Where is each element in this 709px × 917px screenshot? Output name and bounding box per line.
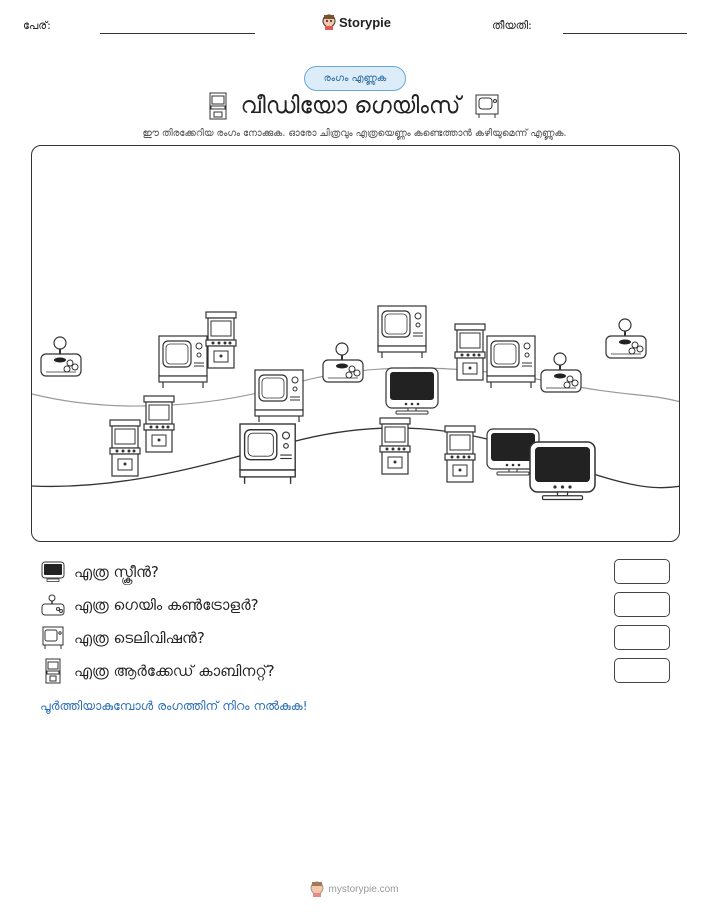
question-text: എത്ര ആർക്കേഡ് കാബിനറ്റ്?	[74, 662, 275, 680]
brand-logo: Storypie	[322, 14, 391, 30]
scene-illustration	[32, 305, 679, 501]
name-input-line[interactable]	[100, 33, 255, 34]
arcade-cabinet-icon	[40, 658, 66, 684]
question-arcade-cabinets: എത്ര ആർക്കേഡ് കാബിനറ്റ്?	[40, 658, 670, 684]
television-icon	[40, 625, 66, 651]
game-controller-4	[605, 318, 647, 359]
arcade-cabinet-2	[454, 323, 486, 381]
tv-5	[239, 423, 296, 485]
name-label: പേര്:	[23, 19, 51, 32]
tv-3	[377, 305, 427, 359]
question-text: എത്ര സ്ക്രീൻ?	[74, 563, 159, 581]
arcade-cabinet-1	[205, 311, 237, 369]
arcade-cabinet-4	[109, 419, 141, 477]
tv-4	[486, 335, 536, 389]
date-input-line[interactable]	[563, 33, 687, 34]
brand-name: Storypie	[339, 14, 392, 30]
question-controllers: എത്ര ഗെയിം കൺട്രോളർ?	[40, 592, 670, 618]
arcade-cabinet-3	[143, 395, 175, 453]
instructions: ഈ തിരക്കേറിയ രംഗം നോക്കുക. ഓരോ ചിത്രവും …	[142, 128, 567, 139]
storypie-mascot-icon	[322, 14, 336, 30]
game-controller-icon	[40, 592, 66, 618]
television-icon	[475, 94, 499, 118]
arcade-cabinet-6	[444, 425, 476, 483]
game-controller-2	[322, 342, 364, 383]
game-controller-1	[40, 336, 82, 377]
answer-box-televisions[interactable]	[614, 625, 670, 650]
title-row: വീഡിയോ ഗെയിംസ്	[0, 92, 709, 120]
footer: mystorypie.com	[0, 881, 709, 897]
screen-1	[385, 367, 439, 415]
screen-icon	[40, 559, 66, 585]
tv-2	[254, 369, 304, 423]
arcade-cabinet-5	[379, 417, 411, 475]
arcade-cabinet-icon	[209, 92, 227, 120]
activity-badge: രംഗം എണ്ണുക	[304, 66, 406, 91]
question-text: എത്ര ടെലിവിഷൻ?	[74, 629, 205, 647]
counting-scene	[31, 145, 680, 542]
question-televisions: എത്ര ടെലിവിഷൻ?	[40, 625, 670, 651]
date-label: തീയതി:	[492, 19, 532, 32]
game-controller-3	[540, 352, 582, 393]
answer-box-controllers[interactable]	[614, 592, 670, 617]
tv-1	[158, 335, 208, 389]
page-title: വീഡിയോ ഗെയിംസ്	[240, 93, 461, 119]
screen-3	[529, 441, 596, 501]
footer-site: mystorypie.com	[328, 883, 399, 895]
answer-box-arcade-cabinets[interactable]	[614, 658, 670, 683]
answer-box-screens[interactable]	[614, 559, 670, 584]
question-text: എത്ര ഗെയിം കൺട്രോളർ?	[74, 596, 259, 614]
storypie-mascot-icon	[310, 881, 324, 897]
finish-note: പൂർത്തിയാകുമ്പോൾ രംഗത്തിന് നിറം നൽകുക!	[40, 698, 308, 713]
question-screens: എത്ര സ്ക്രീൻ?	[40, 559, 670, 585]
